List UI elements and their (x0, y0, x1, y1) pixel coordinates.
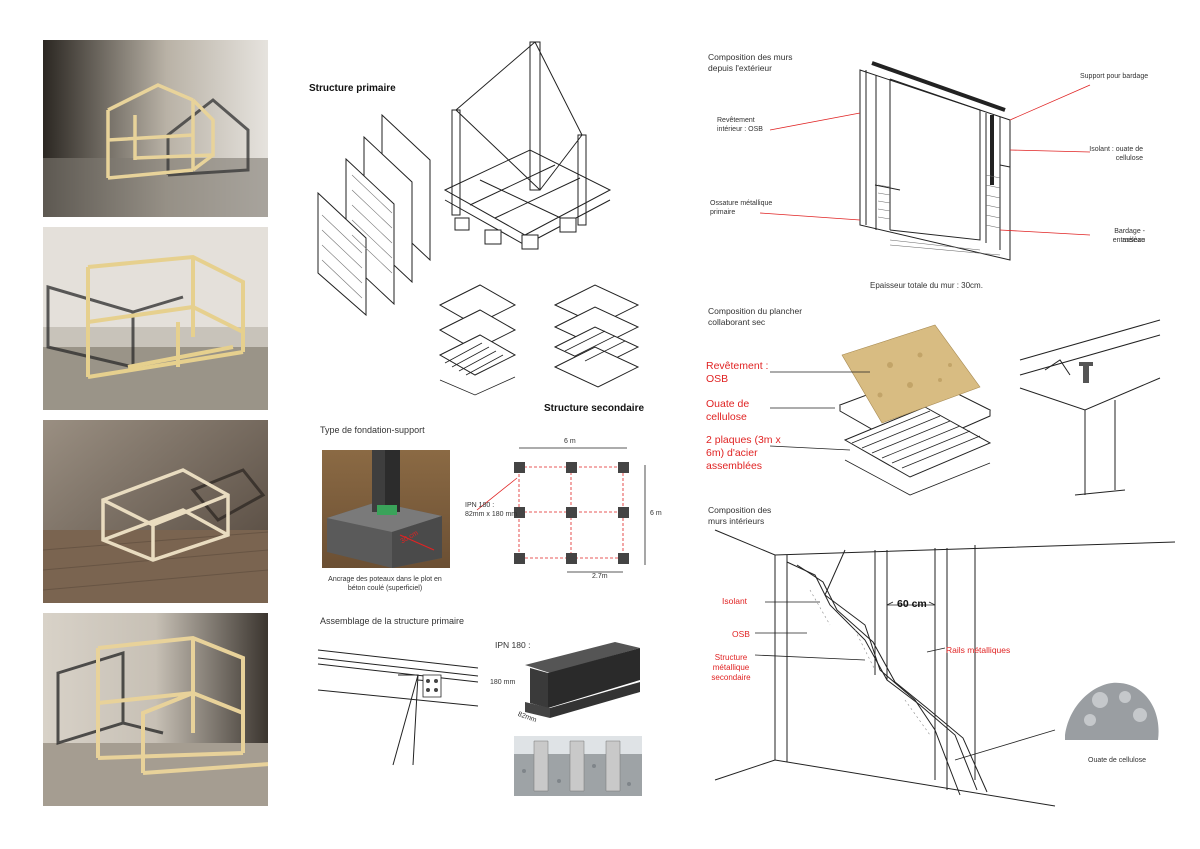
floor-acier-line3: assemblées (706, 460, 763, 472)
int-spacing-label: 60 cm (897, 598, 927, 610)
floor-acier-line1: 2 plaques (3m x (706, 434, 781, 446)
ext-isolant-line2: cellulose (1115, 155, 1143, 162)
floor-osb-line2: OSB (706, 373, 729, 385)
ext-isolant-line1: Isolant : ouate de (1089, 146, 1143, 153)
floor-layers-drawing-2 (550, 285, 645, 395)
ext-ossature-line1: Ossature métallique (710, 200, 773, 207)
model-photo-2 (43, 227, 268, 410)
int-wall-title-line1: Composition des (708, 505, 772, 515)
floor-acier-line2: 6m) d'acier (706, 447, 758, 459)
structure-primaire-title: Structure primaire (309, 83, 396, 94)
floor-beam-detail-drawing (1015, 320, 1165, 500)
int-osb-label: OSB (732, 629, 750, 639)
interior-wall-drawing (715, 530, 1175, 810)
foundation-plan-grid (505, 440, 660, 585)
ext-wall-title-line1: Composition des murs (708, 52, 793, 62)
ipn-beam-render (525, 642, 640, 718)
int-rails-label: Rails métalliques (946, 645, 1011, 655)
floor-ouate-line2: cellulose (706, 411, 747, 423)
plan-ipn-label: IPN 180 : (465, 502, 495, 509)
plan-ipn-size: 82mm x 180 mm (465, 511, 518, 518)
ext-wall-thickness: Epaisseur totale du mur : 30cm. (870, 281, 983, 290)
beam-assembly-drawing (318, 640, 478, 765)
model-photo-4 (43, 613, 268, 806)
anchor-detail-render (514, 736, 642, 796)
int-wall-title-line2: murs intérieurs (708, 516, 765, 526)
floor-osb-line1: Revêtement : (706, 360, 769, 372)
plan-top-dimension: 6 m (564, 438, 576, 445)
ext-revetement-line2: intérieur : OSB (717, 126, 763, 133)
ext-wall-leader-lines (760, 95, 1030, 245)
floor-ouate-line1: Ouate de (706, 398, 750, 410)
ext-wall-title-line2: depuis l'extérieur (708, 63, 772, 73)
model-photo-3 (43, 420, 268, 603)
int-ouate-label: Ouate de cellulose (1088, 757, 1146, 764)
int-structure-line3: secondaire (711, 673, 751, 682)
ext-support-label: Support pour bardage (1080, 73, 1149, 80)
ext-bardage-line2: en mélèze (1112, 237, 1145, 244)
cellulose-photo (1065, 682, 1159, 740)
foundation-caption: Ancrage des poteaux dans le plot en béto… (328, 576, 442, 592)
int-isolant-label: Isolant (722, 596, 748, 606)
floor-title-line2: collaborant sec (708, 317, 766, 327)
ext-revetement-line1: Revêtement (717, 117, 755, 124)
foundation-render (322, 450, 450, 568)
primary-frame-drawing (440, 40, 615, 250)
floor-composition-drawing (840, 325, 990, 510)
assemblage-title: Assemblage de la structure primaire (320, 616, 465, 626)
plan-bottom-dimension: 2.7m (592, 573, 608, 580)
ext-ossature-line2: primaire (710, 209, 736, 216)
int-structure-line2: métallique (712, 663, 750, 672)
wall-panels-exploded-drawing (312, 115, 432, 315)
ipn-height-label: 180 mm (490, 679, 516, 686)
floor-title-line1: Composition du plancher (708, 306, 803, 316)
int-structure-line1: Structure (714, 653, 748, 662)
floor-layers-drawing-1 (430, 285, 520, 395)
ipn-title: IPN 180 : (495, 640, 531, 650)
plan-right-dimension: 6 m (650, 510, 662, 517)
structure-secondaire-title: Structure secondaire (544, 403, 645, 414)
model-photo-1 (43, 40, 268, 217)
exterior-wall-section-drawing (850, 55, 1020, 275)
ext-bardage-line1: Bardage - tasseau (1114, 228, 1145, 244)
fondation-title: Type de fondation-support (320, 425, 425, 435)
floor-leader-lines (770, 370, 890, 465)
